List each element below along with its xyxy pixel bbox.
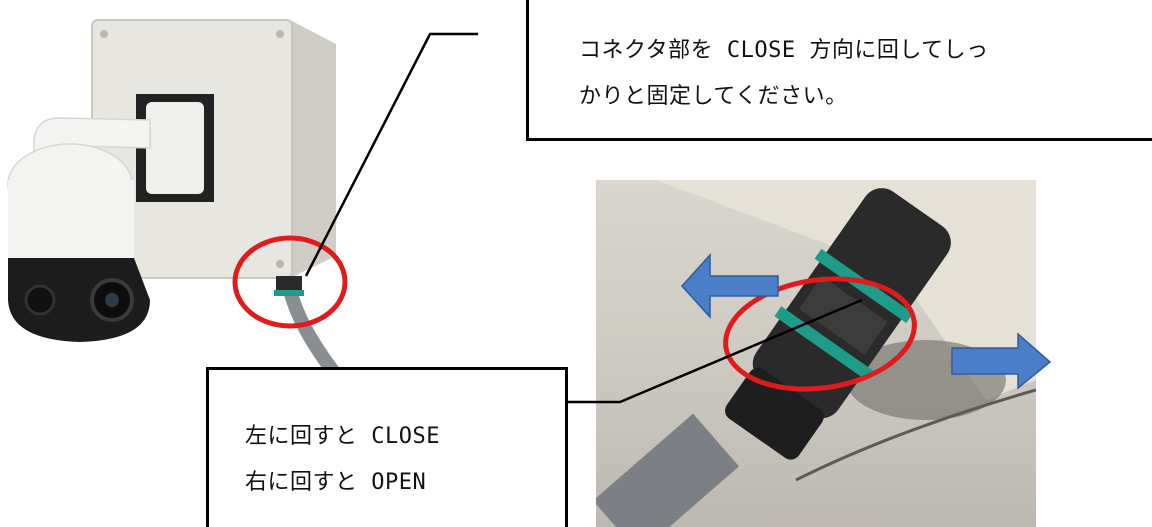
leader-line-bottom [568, 298, 863, 404]
screw [100, 30, 108, 38]
connector-grip [798, 276, 888, 355]
connector-nut [725, 367, 824, 460]
camera-body [8, 180, 134, 260]
arrow-right-icon [951, 332, 1052, 390]
connector [276, 276, 302, 294]
highlight-ring [723, 276, 917, 392]
callout-instruction-bottom: 左に回すと CLOSE 右に回すと OPEN [206, 367, 568, 527]
seal-band [774, 306, 874, 381]
callout-text-line: 左に回すと CLOSE [245, 424, 440, 449]
camera-ir-light [24, 284, 56, 316]
screw [276, 260, 284, 268]
screw [276, 30, 284, 38]
leader-line-top [304, 32, 478, 277]
seal-band [274, 290, 304, 296]
callout-text-line: コネクタ部を CLOSE 方向に回してしっ [579, 38, 989, 63]
seal-band [814, 248, 914, 323]
enclosure-side [290, 20, 336, 278]
callout-text-line: かりと固定してください。 [579, 84, 848, 109]
camera-lens-glass [105, 293, 119, 307]
cable [596, 413, 739, 527]
camera-enclosure-illustration [7, 19, 348, 380]
arrow-left-icon [680, 253, 779, 319]
steel-wire [795, 388, 1036, 482]
callout-text-line: 右に回すと OPEN [245, 470, 427, 495]
callout-instruction-top: コネクタ部を CLOSE 方向に回してしっ かりと固定してください。 [526, 0, 1152, 141]
highlight-ring [232, 235, 348, 329]
camera-enclosure-photo [0, 0, 380, 380]
bracket-base [146, 102, 204, 194]
